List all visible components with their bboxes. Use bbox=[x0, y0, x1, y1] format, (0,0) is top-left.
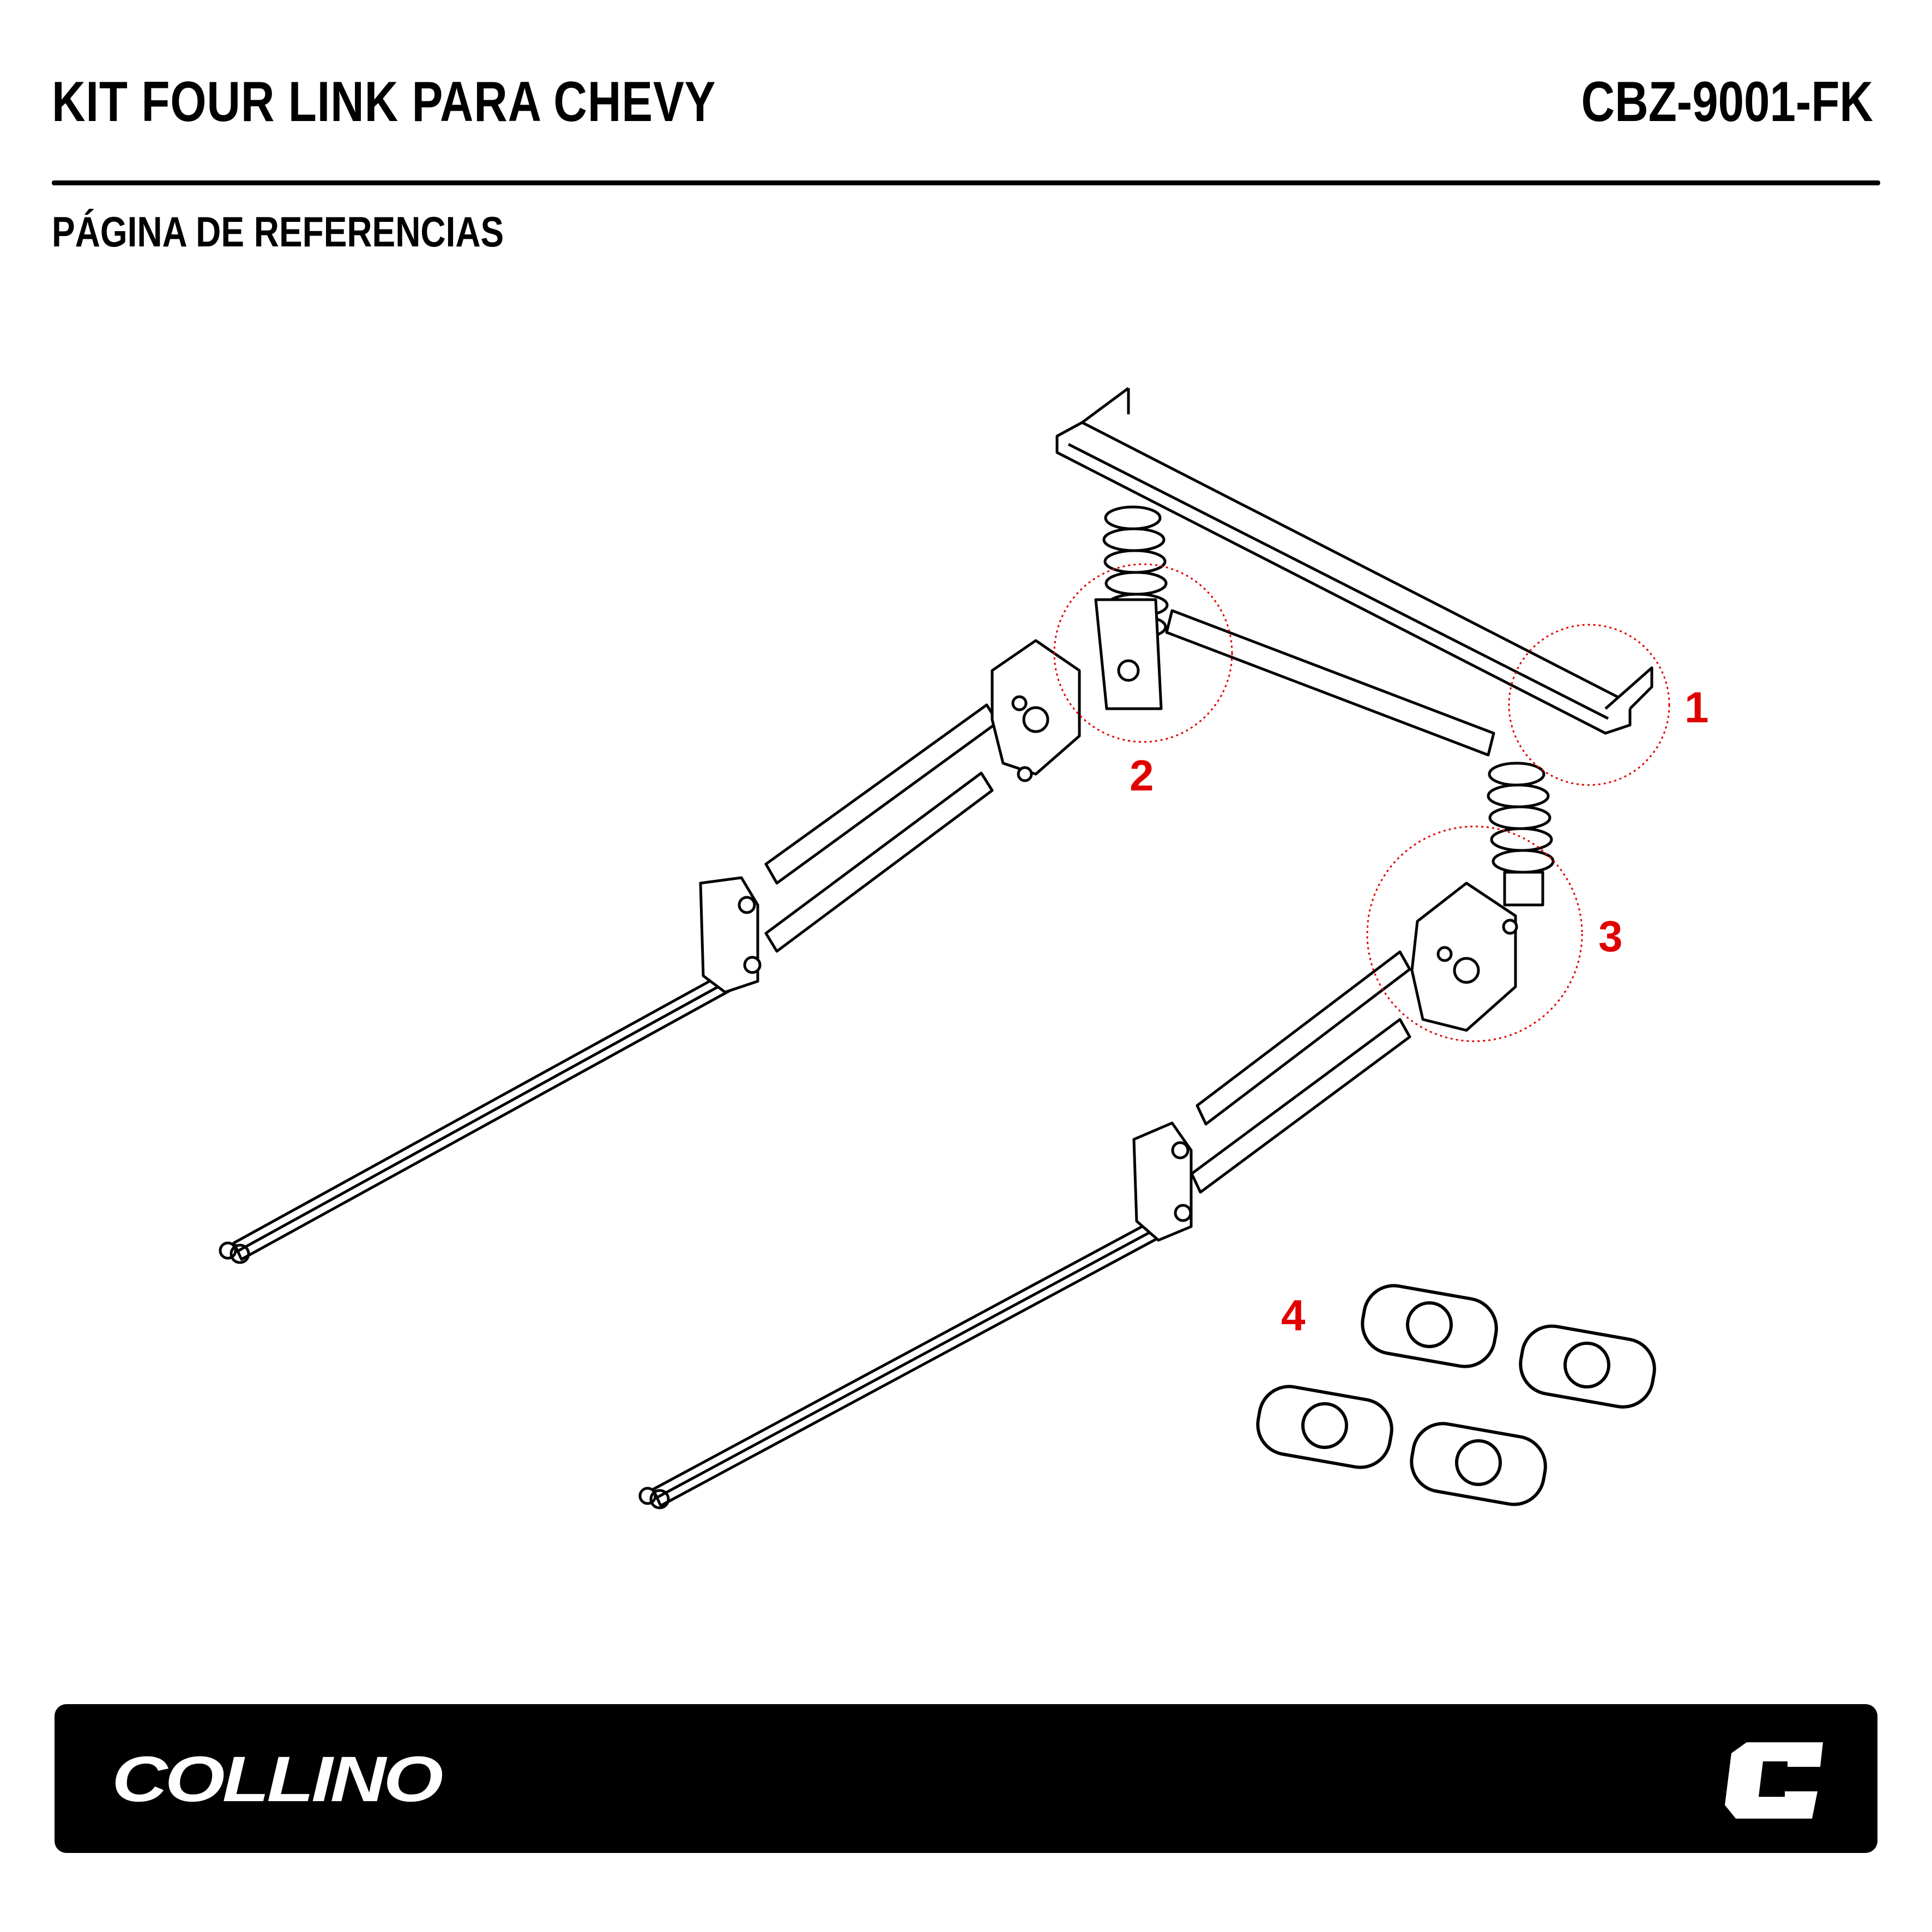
link-bars bbox=[764, 609, 1495, 1194]
crossmember bbox=[1055, 387, 1653, 735]
part-number: CBZ-9001-FK bbox=[1581, 70, 1873, 134]
page-subtitle: PÁGINA DE REFERENCIAS bbox=[52, 208, 504, 256]
brackets bbox=[699, 598, 1518, 1242]
left-long-bar bbox=[219, 963, 748, 1264]
header-divider bbox=[52, 180, 1880, 185]
callout-2: 2 bbox=[1130, 751, 1154, 800]
callout-3: 3 bbox=[1598, 912, 1623, 961]
right-long-bar bbox=[638, 1210, 1179, 1510]
callout-4: 4 bbox=[1281, 1291, 1306, 1339]
brand-mark-icon bbox=[1725, 1742, 1823, 1819]
callout-1: 1 bbox=[1685, 683, 1709, 732]
coilover-springs bbox=[1102, 505, 1555, 907]
footer-bar: COLLINO bbox=[55, 1704, 1877, 1853]
brand-logo: COLLINO bbox=[112, 1743, 443, 1815]
document-title: KIT FOUR LINK PARA CHEVY bbox=[52, 70, 716, 134]
callout-circles bbox=[1053, 563, 1670, 1042]
bump-pads bbox=[1256, 1284, 1656, 1506]
